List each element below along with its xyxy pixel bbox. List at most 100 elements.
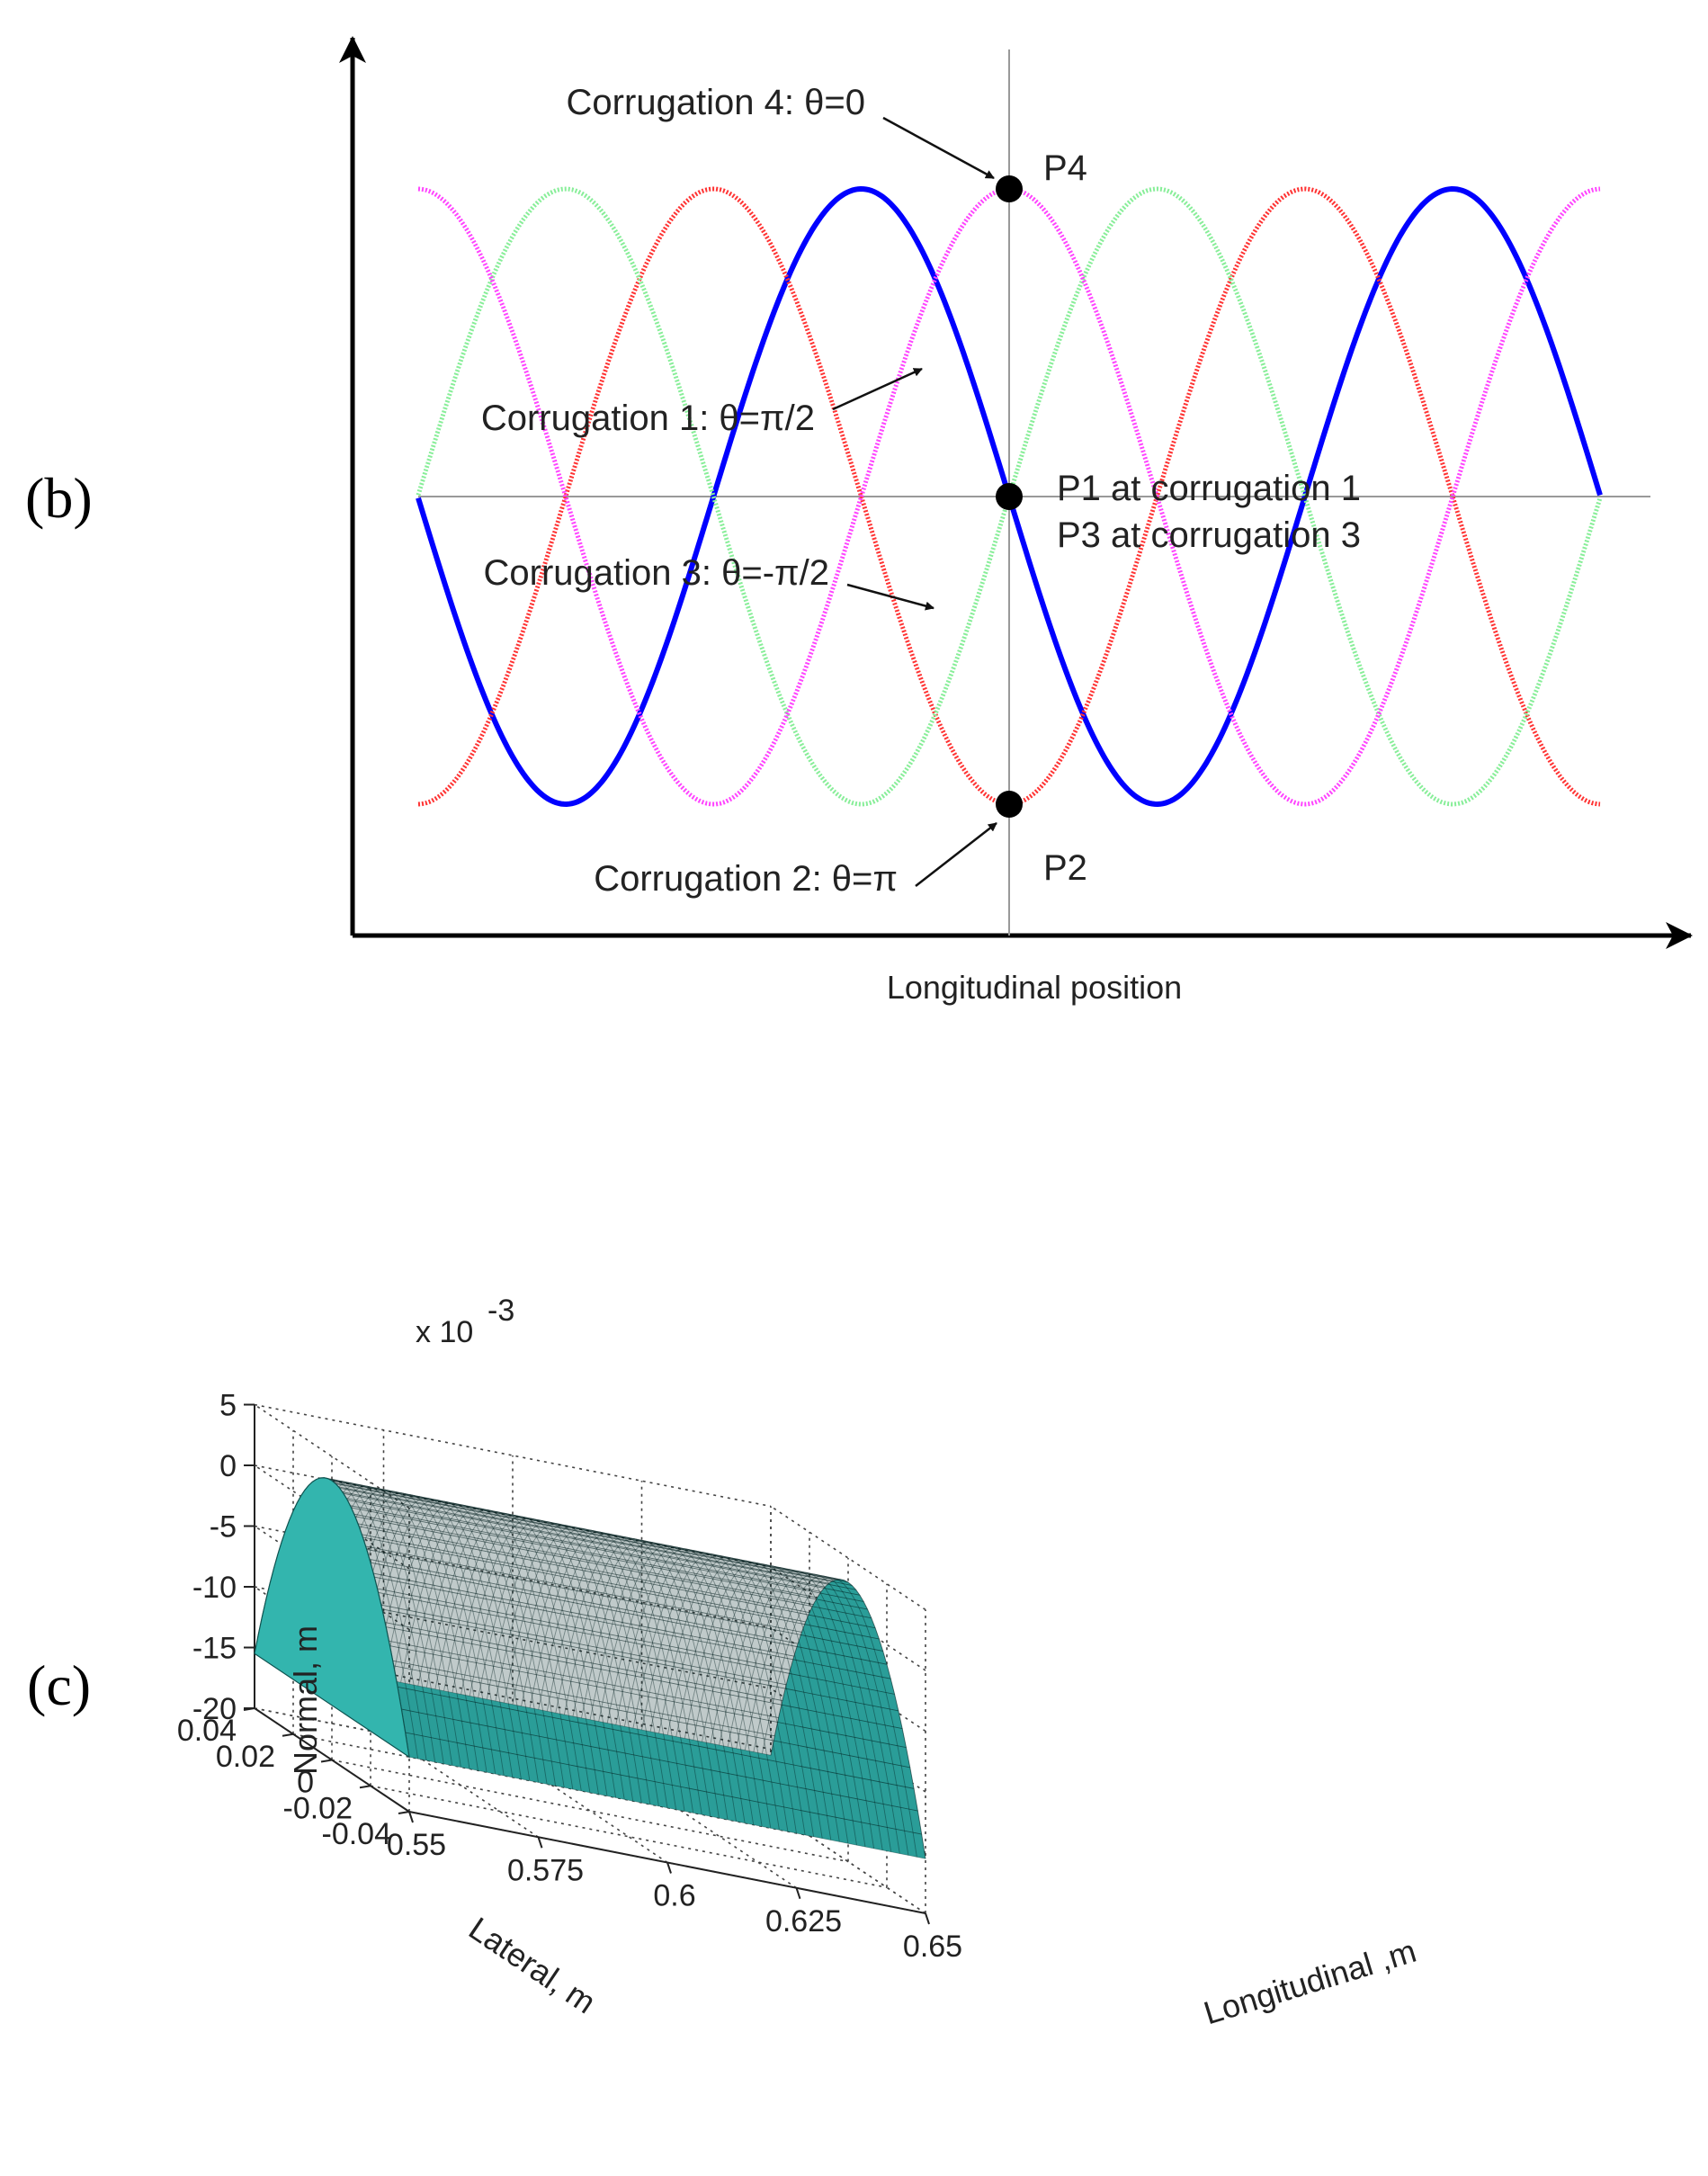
grid-line: [370, 1785, 888, 1889]
series-arrow-2: [915, 822, 997, 887]
grid-line: [292, 1733, 810, 1837]
series-label-1: Corrugation 1: θ=π/2: [481, 398, 815, 438]
surface-mesh-line: [529, 1531, 685, 1812]
surface-mesh-line: [684, 1562, 840, 1842]
grid-line: [770, 1809, 926, 1914]
grid-line: [770, 1626, 926, 1733]
x-tick-label: 0.65: [903, 1930, 962, 1964]
z-tick-label: 0: [219, 1449, 237, 1483]
surface-mesh-line: [658, 1556, 815, 1837]
point-marker-1: [996, 175, 1023, 202]
surface-mesh-line: [555, 1536, 711, 1817]
surface-mesh-line: [753, 1575, 909, 1856]
surface-mesh-line: [632, 1552, 789, 1832]
surface-mesh-line: [615, 1548, 772, 1829]
surface-mesh-line: [563, 1538, 720, 1819]
surface-mesh-line: [581, 1541, 737, 1822]
surface-mesh-line: [400, 1506, 557, 1786]
surface-mesh-line: [434, 1512, 591, 1793]
surface-mesh-line: [391, 1504, 548, 1785]
surface-mesh-line: [623, 1550, 780, 1831]
x-axis-label-3d: Longitudinal ,m: [1200, 1932, 1420, 2032]
z-exponent-base: x 10: [416, 1315, 473, 1349]
surface-mesh-line: [348, 1496, 505, 1777]
panel-c: (c) 50-5-10-15-200.550.5750.60.6250.650.…: [27, 1294, 1420, 2031]
grid-line: [770, 1505, 926, 1611]
z-tick-label: -10: [192, 1571, 237, 1605]
surface-mesh-line: [744, 1573, 900, 1854]
surface-mesh-line: [408, 1508, 565, 1788]
surface-mesh-line: [503, 1526, 659, 1806]
grid-line: [770, 1566, 926, 1671]
x-tick: [666, 1862, 672, 1874]
series-arrow-4: [882, 116, 995, 180]
x-tick-label: 0.625: [765, 1904, 842, 1939]
point-label-p3: P3 at corrugation 3: [1057, 515, 1361, 555]
grid-line: [254, 1707, 772, 1811]
surface-mesh-line: [374, 1500, 531, 1781]
surface-mesh-line: [452, 1516, 608, 1796]
surface-mesh-line: [469, 1519, 625, 1800]
x-tick-label: 0.55: [387, 1828, 446, 1862]
surface-top: [255, 1477, 926, 1859]
marked-points: [996, 175, 1023, 818]
surface-mesh-line: [512, 1527, 668, 1808]
surface-mesh-line: [417, 1509, 574, 1790]
surface-mesh-line: [727, 1570, 883, 1850]
z-tick-label: -15: [192, 1632, 237, 1666]
y-tick: [320, 1759, 333, 1763]
grid-line: [254, 1403, 772, 1508]
surface-mesh-line: [365, 1499, 522, 1779]
x-tick: [537, 1836, 543, 1849]
x-tick: [925, 1912, 930, 1925]
surface-mesh-line: [710, 1567, 866, 1848]
surface-mesh-line: [383, 1502, 539, 1783]
x-axis-label: Longitudinal position: [887, 969, 1182, 1006]
point-label-p1: P1 at corrugation 1: [1057, 469, 1361, 508]
y-tick-label: 0: [297, 1766, 314, 1800]
z-tick-label: -20: [192, 1692, 237, 1726]
y-tick: [243, 1707, 255, 1711]
surface-mesh-line: [719, 1568, 875, 1849]
point-marker-4: [996, 791, 1023, 818]
surface-mesh-line: [589, 1543, 746, 1823]
surface-mesh-line: [675, 1560, 832, 1840]
series-label-2: Corrugation 2: θ=π: [594, 859, 898, 899]
z-exponent-power: -3: [487, 1294, 514, 1328]
surface-mesh-line: [538, 1533, 694, 1813]
surface-mesh-line: [357, 1497, 514, 1778]
z-axis-label: Normal, m: [287, 1625, 324, 1775]
surface-mesh-line: [702, 1565, 857, 1846]
grid-line: [331, 1759, 849, 1863]
point-marker-2: [996, 483, 1023, 510]
surface-mesh-line: [495, 1525, 651, 1805]
series-arrow-1: [832, 367, 923, 411]
series-label-4: Corrugation 4: θ=0: [567, 83, 865, 122]
surface-mesh-line: [649, 1554, 806, 1835]
surface-mesh-line: [572, 1539, 729, 1820]
y-tick-label: 0.04: [177, 1714, 237, 1748]
surface-mesh-line: [598, 1545, 755, 1825]
y-tick-label: -0.02: [283, 1791, 353, 1825]
y-tick: [359, 1785, 371, 1789]
surface-mesh-line: [666, 1558, 823, 1839]
surface-mesh-line: [761, 1577, 917, 1858]
surface: [254, 1477, 926, 1859]
panel-c-label: (c): [27, 1653, 91, 1717]
surface-mesh-line: [641, 1554, 797, 1834]
z-tick-label: -5: [210, 1510, 237, 1545]
grid-line: [641, 1784, 797, 1889]
y-tick: [282, 1733, 294, 1737]
x-tick-label: 0.6: [653, 1879, 695, 1913]
z-tick-label: 5: [219, 1389, 237, 1423]
surface-mesh-line: [770, 1579, 926, 1859]
point-label-p2: P2: [1043, 848, 1087, 888]
surface-mesh-line: [461, 1518, 617, 1798]
grid-line: [254, 1464, 772, 1568]
surface-mesh-line: [736, 1572, 892, 1852]
panel-b-label: (b): [25, 466, 93, 530]
x-tick: [795, 1887, 801, 1900]
tick-labels: 50-5-10-15-200.550.5750.60.6250.650.040.…: [177, 1389, 962, 1965]
surface-mesh-line: [478, 1521, 634, 1802]
